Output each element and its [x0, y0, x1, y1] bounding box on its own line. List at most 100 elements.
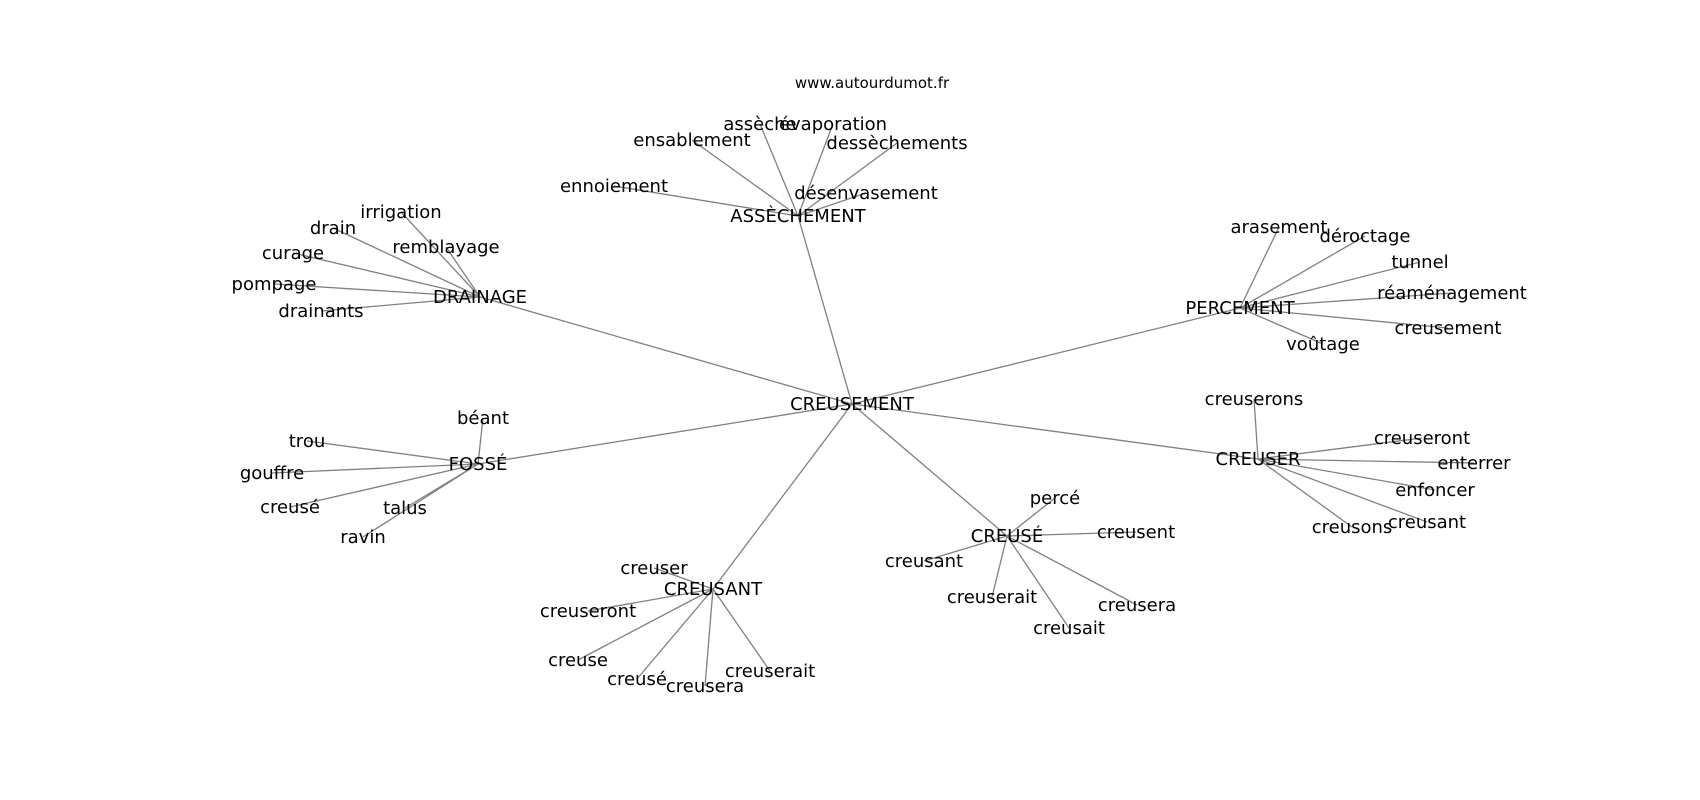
edge-hub-to-word [289, 463, 479, 508]
edge-hub-to-word [1257, 458, 1475, 464]
word-node-label: béant [457, 408, 509, 429]
word-node-label: creusant [885, 551, 963, 572]
edge-hub-to-word [362, 463, 479, 538]
edge-hub-to-word [306, 440, 479, 465]
word-node-label: creusement [1395, 318, 1502, 339]
edge-hub-to-word [1239, 226, 1280, 309]
site-credit: www.autourdumot.fr [795, 74, 950, 92]
edge-hub-to-word [1006, 497, 1056, 537]
word-node-label: creuse [548, 650, 608, 671]
word-node-label: creusant [1388, 512, 1466, 533]
word-node-label: drain [310, 218, 356, 239]
edge-hub-to-word [477, 417, 484, 465]
word-node-label: tunnel [1391, 252, 1448, 273]
word-node-label: arasement [1231, 217, 1328, 238]
edge-hub-to-word [1006, 535, 1070, 629]
word-node-label: désenvasement [794, 183, 938, 204]
edge-hub-to-word [1239, 261, 1421, 309]
word-node-label: creusait [1033, 618, 1105, 639]
word-node-label: réaménagement [1377, 283, 1527, 304]
word-node-label: trou [289, 431, 325, 452]
word-node-label: creusent [1097, 522, 1175, 543]
hub-node-label: ASSÈCHEMENT [730, 205, 866, 227]
word-node-label: enfoncer [1395, 480, 1475, 501]
edge-hub-to-word [400, 211, 481, 298]
edge-hub-to-word [991, 535, 1008, 598]
edge-hub-to-word [320, 296, 481, 312]
edge-hub-to-word [1257, 458, 1353, 528]
edge-center-to-hub [851, 307, 1241, 405]
edge-hub-to-word [271, 463, 479, 474]
hub-node-label: PERCEMENT [1185, 298, 1295, 319]
word-node-label: gouffre [240, 463, 304, 484]
word-node-label: creuserons [1205, 389, 1304, 410]
word-node-label: déroctage [1319, 226, 1410, 247]
edge-center-to-hub [477, 403, 853, 465]
edge-hub-to-word [445, 246, 481, 298]
edge-hub-to-word [273, 283, 481, 298]
edge-hub-to-word [1257, 437, 1423, 460]
edge-hub-to-word [759, 123, 799, 217]
edge-hub-to-word [1239, 307, 1449, 329]
edge-hub-to-word [797, 123, 834, 217]
edge-hub-to-word [797, 142, 898, 217]
word-node-label: creuserait [947, 587, 1037, 608]
word-node-label: remblayage [392, 237, 499, 258]
hub-node-label: FOSSÉ [449, 453, 508, 475]
word-node-label: creusera [666, 676, 744, 697]
edge-center-to-hub [851, 403, 1008, 537]
edge-hub-to-word [1257, 458, 1428, 523]
center-node-label: CREUSEMENT [790, 394, 915, 415]
hub-node-label: CREUSÉ [971, 525, 1043, 547]
word-node-label: ensablement [633, 130, 750, 151]
edge-center-to-hub [797, 215, 853, 405]
edge-hub-to-word [1239, 292, 1453, 309]
edge-hub-to-word [577, 588, 714, 661]
edge-hub-to-word [691, 139, 799, 217]
word-node-label: percé [1030, 488, 1080, 509]
word-node-label: assèche [723, 114, 796, 135]
word-node-label: ravin [340, 527, 386, 548]
edge-hub-to-word [1253, 398, 1259, 460]
edge-center-to-hub [479, 296, 853, 405]
word-node-label: creusons [1312, 517, 1393, 538]
word-node-label: ennoiement [560, 176, 668, 197]
word-node-label: enterrer [1437, 453, 1511, 474]
word-node-label: creuseront [1374, 428, 1470, 449]
edge-hub-to-word [653, 567, 714, 590]
hub-node-label: DRAINAGE [433, 287, 527, 308]
word-node-label: voûtage [1286, 334, 1360, 355]
edge-hub-to-word [1006, 531, 1137, 537]
word-node-label: drainants [278, 301, 363, 322]
edge-hub-to-word [292, 252, 481, 298]
word-node-label: creusera [1098, 595, 1176, 616]
edge-hub-to-word [704, 588, 714, 687]
word-node-label: creusé [260, 497, 320, 518]
word-node-label: creuser [620, 558, 688, 579]
edge-hub-to-word [332, 227, 481, 298]
word-node-label: pompage [232, 274, 317, 295]
word-node-label: creusé [607, 669, 667, 690]
edge-hub-to-word [636, 588, 714, 680]
edge-hub-to-word [1239, 307, 1324, 345]
edge-hub-to-word [587, 588, 714, 612]
edge-center-to-hub [851, 403, 1259, 460]
word-node-label: irrigation [360, 202, 441, 223]
word-node-label: talus [383, 498, 427, 519]
edge-hub-to-word [712, 588, 771, 672]
word-node-label: creuseront [540, 601, 636, 622]
edges-layer [271, 123, 1475, 687]
word-node-label: curage [262, 243, 324, 264]
hub-node-label: CREUSER [1216, 449, 1301, 470]
edge-hub-to-word [1006, 535, 1138, 606]
edge-center-to-hub [712, 403, 853, 590]
labels-layer: www.autourdumot.fr CREUSEMENT ASSÈCHEMEN… [232, 74, 1527, 697]
hub-node-label: CREUSANT [664, 579, 763, 600]
word-node-label: dessèchements [826, 133, 967, 154]
edge-hub-to-word [613, 185, 799, 217]
edge-hub-to-word [797, 192, 867, 217]
word-node-label: évaporation [779, 114, 887, 135]
edge-hub-to-word [923, 535, 1008, 562]
edge-hub-to-word [1257, 458, 1436, 491]
